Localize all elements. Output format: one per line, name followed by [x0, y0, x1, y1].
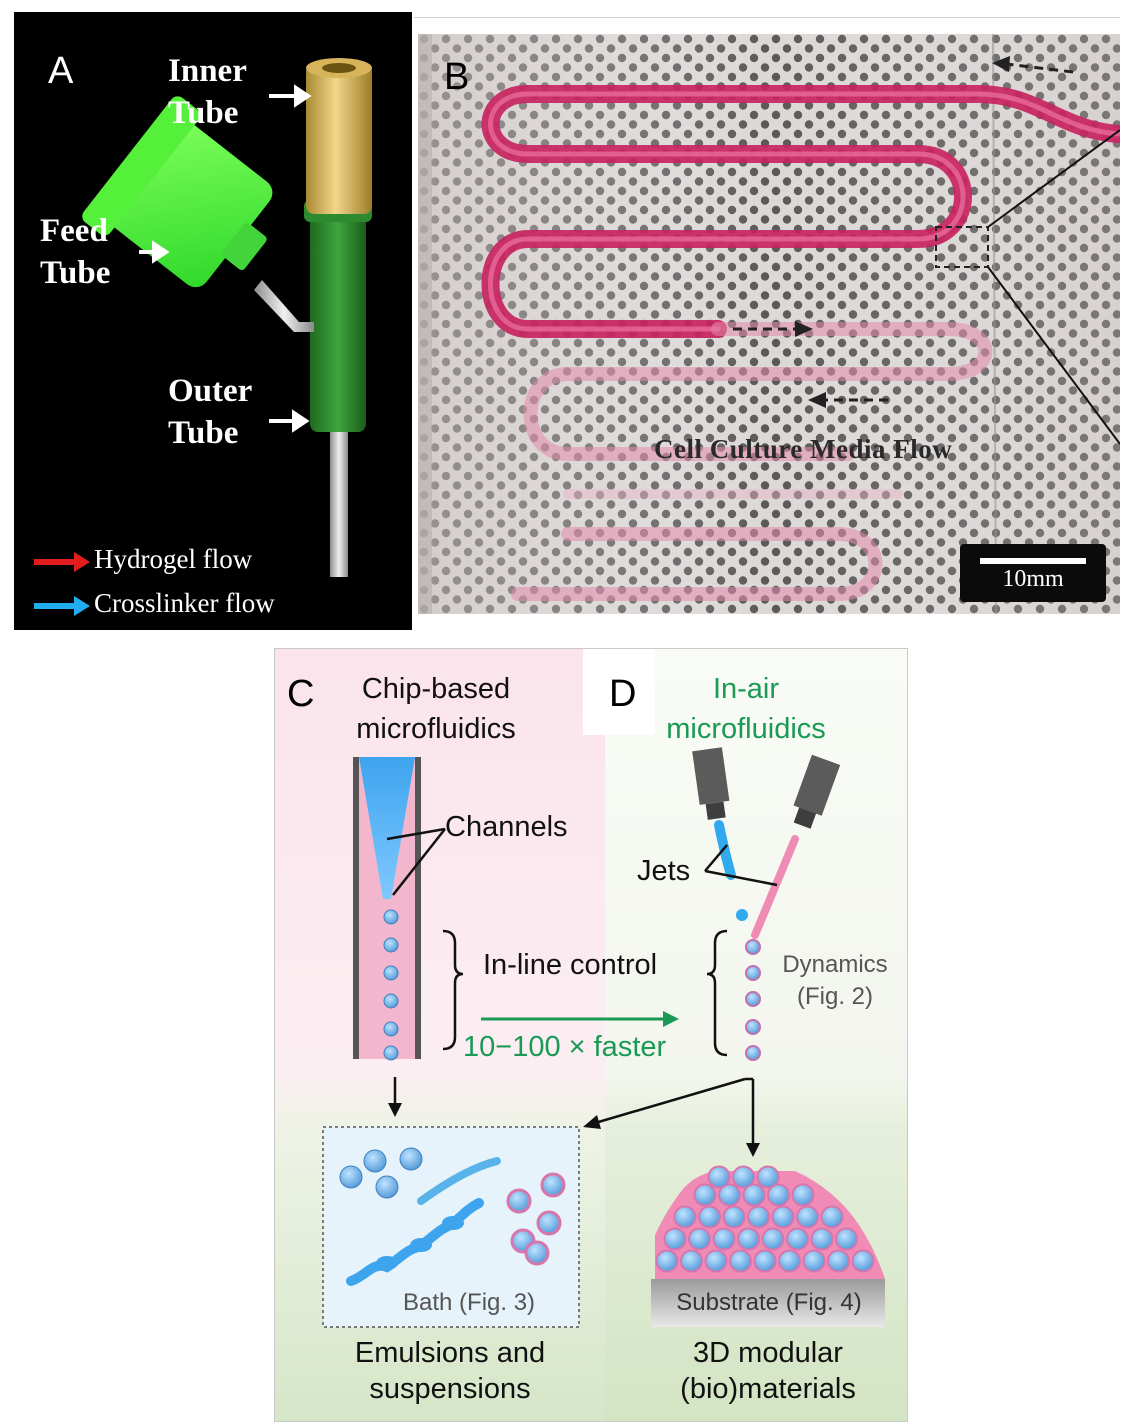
stack-droplet	[802, 1249, 826, 1273]
speed-label: 10−100 × faster	[463, 1031, 667, 1063]
modular-materials-label: 3D modular (bio)materials	[680, 1337, 856, 1405]
stack-droplet	[718, 1183, 741, 1207]
right-nozzle	[793, 754, 841, 829]
stack-droplet	[722, 1205, 746, 1229]
left-nozzle	[692, 747, 730, 820]
brace-d	[706, 929, 728, 1057]
panel-b: B Cell Culture Media Flow 10mm	[418, 34, 1120, 614]
scale-bar	[980, 558, 1086, 564]
stack-droplet	[851, 1249, 875, 1273]
stack-droplet	[680, 1249, 703, 1273]
stack-droplet	[810, 1227, 834, 1251]
legend-hydrogel-flow: Hydrogel flow	[94, 544, 253, 574]
panel-a-letter: A	[48, 50, 74, 92]
air-droplets	[745, 939, 761, 1061]
flow-arrow-top	[1005, 62, 1074, 74]
stack-droplet	[688, 1227, 711, 1251]
cell-culture-media-flow-label: Cell Culture Media Flow	[654, 434, 953, 464]
stack-droplet	[693, 1183, 717, 1207]
microfluidics-comparison-diagram	[275, 649, 907, 1421]
stack-droplet	[767, 1183, 790, 1207]
stack-droplet	[761, 1227, 785, 1251]
bath-core-shell-droplets	[506, 1172, 566, 1266]
inline-control-label: In-line control	[483, 949, 658, 981]
pink-jet	[751, 835, 799, 939]
panel-a: A Inner Tube Feed Tube Outer Tube Hydrog…	[14, 12, 412, 630]
panel-d-letter: D	[609, 673, 637, 715]
stack-droplet	[778, 1249, 801, 1273]
stack-droplet	[698, 1205, 721, 1229]
stack-droplet	[791, 1183, 815, 1207]
stack-droplet	[732, 1165, 755, 1189]
stack-droplet	[747, 1205, 770, 1229]
chip-droplets	[383, 909, 399, 1061]
stack-droplet	[742, 1183, 766, 1207]
blue-jet	[714, 820, 736, 880]
panel-cd: C Chip-based microfluidics D In-air micr…	[274, 648, 908, 1422]
substrate-label: Substrate (Fig. 4)	[676, 1289, 862, 1316]
substrate	[651, 1279, 885, 1327]
legend-crosslinker-flow: Crosslinker flow	[94, 588, 275, 618]
emulsions-label: Emulsions and suspensions	[354, 1337, 546, 1405]
brace-c	[442, 929, 464, 1051]
stack-droplets	[655, 1165, 875, 1273]
panel-d-title: In-air microfluidics	[666, 673, 826, 745]
outer-tube-body	[310, 207, 366, 432]
scale-bar-label: 10mm	[1002, 566, 1064, 592]
panel-b-letter: B	[444, 56, 470, 98]
stack-droplet	[704, 1249, 728, 1273]
feed-tube-label: Feed Tube	[40, 213, 111, 291]
inner-tube-label: Inner Tube	[168, 53, 247, 131]
channels-label: Channels	[445, 811, 568, 843]
stack-droplet	[673, 1205, 697, 1229]
stack-droplet	[796, 1205, 819, 1229]
inner-tube-body	[306, 64, 372, 214]
stack-droplet	[707, 1165, 731, 1189]
chip-inner-channel	[359, 757, 415, 899]
outer-tube-label: Outer Tube	[168, 373, 253, 451]
stack-droplet	[771, 1205, 795, 1229]
stack-droplet	[663, 1227, 687, 1251]
bath-fiber	[417, 1157, 501, 1205]
panel-c-letter: C	[287, 673, 315, 715]
crosslinker-flow-arrow	[34, 596, 90, 616]
stack-droplet	[835, 1227, 858, 1251]
stack-droplet	[827, 1249, 850, 1273]
stack-droplet	[756, 1165, 780, 1189]
stack-droplet	[729, 1249, 752, 1273]
coaxial-nozzle-illustration	[34, 58, 372, 616]
hydrogel-flow-arrow	[34, 552, 90, 572]
stack-droplet	[753, 1249, 777, 1273]
panel-b-frame-line	[414, 17, 1120, 18]
hydrogel-filament-faded	[511, 322, 993, 601]
steel-needle	[330, 427, 348, 577]
bath-label: Bath (Fig. 3)	[403, 1289, 536, 1316]
stack-droplet	[655, 1249, 679, 1273]
jets-label: Jets	[637, 855, 691, 887]
printed-serpentine-photo	[418, 34, 1120, 614]
stack-droplet	[786, 1227, 809, 1251]
dynamics-label: Dynamics (Fig. 2)	[782, 951, 888, 1010]
stack-droplet	[737, 1227, 760, 1251]
zoom-region-box	[935, 226, 989, 268]
panel-c-title: Chip-based microfluidics	[356, 673, 516, 745]
stack-droplet	[820, 1205, 844, 1229]
stack-droplet	[712, 1227, 736, 1251]
bath-droplets	[339, 1147, 423, 1199]
